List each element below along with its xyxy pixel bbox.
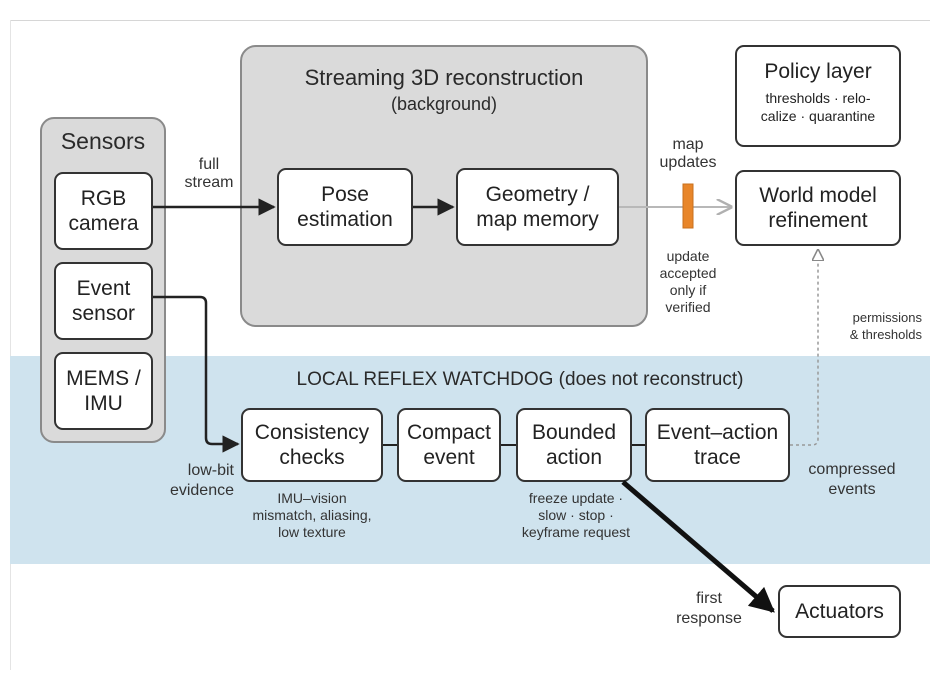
policy-detail-2: calize · quarantine xyxy=(760,108,876,124)
consistency-note-line-2: mismatch, aliasing, xyxy=(252,507,372,523)
mems-imu-line-2: IMU xyxy=(84,392,123,415)
update-accepted-line-4: verified xyxy=(665,299,711,315)
trace-line-2: trace xyxy=(694,446,741,469)
permissions-line-2: & thresholds xyxy=(849,327,922,342)
top-rule xyxy=(10,20,930,21)
bounded-action-note: freeze update · slow · stop · keyframe r… xyxy=(495,490,657,541)
compact-line-2: event xyxy=(423,446,475,469)
policy-layer-box: Policy layer thresholds · relo- calize ·… xyxy=(735,45,901,147)
consistency-note: IMU–vision mismatch, aliasing, low textu… xyxy=(236,490,388,541)
bounded-line-1: Bounded xyxy=(531,421,617,444)
low-bit-line-2: evidence xyxy=(169,482,234,499)
event-sensor-box: Event sensor xyxy=(54,262,153,340)
first-response-line-1: first xyxy=(696,590,722,607)
consistency-checks-box: Consistency checks xyxy=(241,408,383,482)
rgb-camera-line-2: camera xyxy=(68,212,139,235)
pose-estimation-box: Pose estimation xyxy=(277,168,413,246)
pose-line-2: estimation xyxy=(297,208,393,231)
event-sensor-line-2: sensor xyxy=(71,302,136,325)
event-sensor-line-1: Event xyxy=(76,277,131,300)
event-action-trace-box: Event–action trace xyxy=(645,408,790,482)
sensors-title: Sensors xyxy=(60,128,146,154)
update-accepted-label: update accepted only if verified xyxy=(648,248,728,316)
full-stream-label: full stream xyxy=(174,156,244,192)
compressed-line-1: compressed xyxy=(808,461,896,478)
map-updates-label: map updates xyxy=(648,136,728,172)
permissions-line-1: permissions xyxy=(852,310,922,325)
bounded-note-line-2: slow · stop · xyxy=(538,507,614,523)
actuators-box: Actuators xyxy=(778,585,901,638)
map-updates-line-2: updates xyxy=(659,154,717,171)
geometry-line-2: map memory xyxy=(476,208,599,231)
update-accepted-line-3: only if xyxy=(669,282,707,298)
full-stream-line-1: full xyxy=(198,156,220,173)
consistency-line-2: checks xyxy=(279,446,345,469)
streaming-subtitle: (background) xyxy=(390,94,498,114)
actuators-label: Actuators xyxy=(795,600,884,623)
mems-imu-box: MEMS / IMU xyxy=(54,352,153,430)
compact-event-box: Compact event xyxy=(397,408,501,482)
left-rule xyxy=(10,20,11,670)
permissions-label: permissions & thresholds xyxy=(800,309,922,343)
verification-gate xyxy=(682,183,694,229)
world-model-line-1: World model xyxy=(759,184,877,207)
compressed-line-2: events xyxy=(828,481,876,498)
map-updates-line-1: map xyxy=(672,136,704,153)
bounded-line-2: action xyxy=(545,446,603,469)
update-accepted-line-1: update xyxy=(666,248,710,264)
world-model-refinement-box: World model refinement xyxy=(735,170,901,246)
geometry-line-1: Geometry / xyxy=(485,183,590,206)
first-response-line-2: response xyxy=(676,610,742,627)
mems-imu-line-1: MEMS / xyxy=(66,367,141,390)
pose-line-1: Pose xyxy=(321,183,369,206)
bounded-action-box: Bounded action xyxy=(516,408,632,482)
bounded-note-line-3: keyframe request xyxy=(521,524,631,540)
consistency-line-1: Consistency xyxy=(254,421,370,444)
low-bit-evidence-label: low-bit evidence xyxy=(140,461,234,501)
compressed-events-label: compressed events xyxy=(790,460,914,500)
world-model-line-2: refinement xyxy=(768,209,868,232)
geometry-map-memory-box: Geometry / map memory xyxy=(456,168,619,246)
policy-detail-1: thresholds · relo- xyxy=(765,90,871,106)
compact-line-1: Compact xyxy=(406,421,492,444)
bounded-note-line-1: freeze update · xyxy=(528,490,624,506)
rgb-camera-line-1: RGB xyxy=(80,187,127,210)
full-stream-line-2: stream xyxy=(184,174,234,191)
first-response-label: first response xyxy=(660,589,758,629)
update-accepted-line-2: accepted xyxy=(659,265,717,281)
streaming-title: Streaming 3D reconstruction xyxy=(304,65,584,90)
low-bit-line-1: low-bit xyxy=(187,462,234,479)
watchdog-title: LOCAL REFLEX WATCHDOG (does not reconstr… xyxy=(296,369,744,390)
policy-title: Policy layer xyxy=(764,60,872,83)
trace-line-1: Event–action xyxy=(656,421,779,444)
rgb-camera-box: RGB camera xyxy=(54,172,153,250)
consistency-note-line-3: low texture xyxy=(278,524,346,540)
consistency-note-line-1: IMU–vision xyxy=(277,490,347,506)
